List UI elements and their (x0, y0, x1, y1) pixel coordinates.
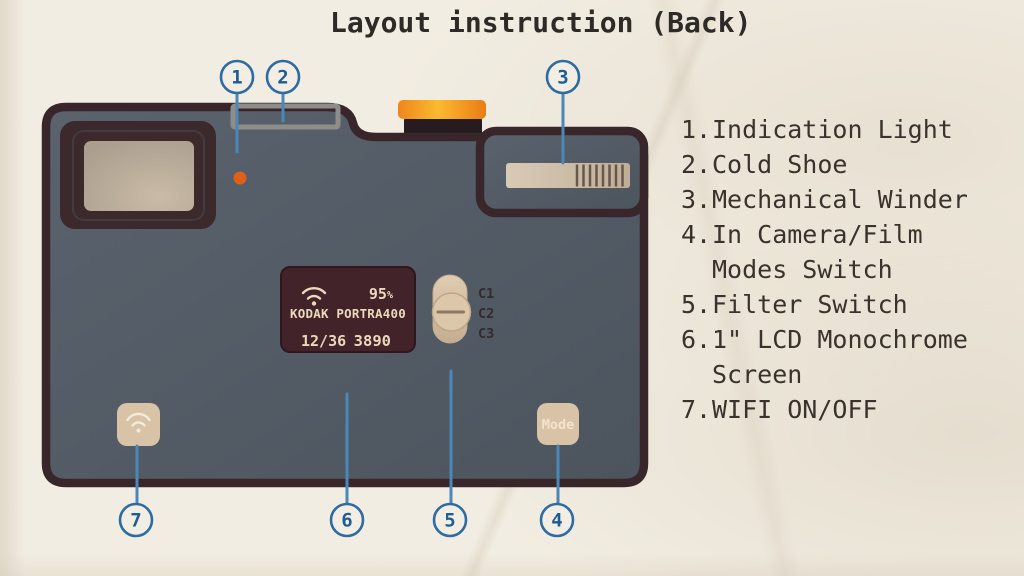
legend-list: 1.Indication Light 2.Cold Shoe 3.Mechani… (681, 112, 993, 427)
legend-label: In Camera/Film Modes Switch (712, 220, 923, 284)
callout-circle-1 (219, 59, 255, 95)
viewfinder-inner-ring (72, 130, 205, 221)
wifi-icon (126, 412, 151, 433)
callout-circle-4 (539, 502, 575, 538)
legend-number: 2. (681, 150, 712, 179)
callout-number-1: 1 (231, 67, 242, 89)
lcd-wifi-icon (301, 287, 327, 306)
viewfinder-window (84, 141, 194, 211)
legend-label: Mechanical Winder (712, 185, 968, 214)
winder-ridges (575, 164, 624, 187)
legend-item-2: 2.Cold Shoe (681, 147, 993, 182)
mode-button-label: Mode (542, 417, 575, 433)
legend-item-7: 7.WIFI ON/OFF (681, 392, 993, 427)
callout-circles: 1 2 3 7 6 5 4 (118, 59, 581, 538)
legend-item-4: 4.In Camera/Film Modes Switch (681, 217, 993, 287)
callout-number-4: 4 (551, 510, 562, 532)
legend-label: Indication Light (712, 115, 953, 144)
legend-item-6: 6.1" LCD Monochrome Screen (681, 322, 993, 392)
callout-circle-3 (545, 59, 581, 95)
page-title: Layout instruction (Back) (330, 6, 752, 39)
lcd-shots-number: 3890 (354, 332, 391, 350)
filter-switch: C1 C2 C3 (431, 274, 494, 344)
filter-option-c3: C3 (478, 326, 494, 342)
lcd-screen: 95% KODAK PORTRA400 12/36 3890 (280, 266, 416, 353)
legend-item-1: 1.Indication Light (681, 112, 993, 147)
callout-circle-7 (118, 502, 154, 538)
legend-label: WIFI ON/OFF (712, 395, 878, 424)
cold-shoe (230, 103, 341, 130)
callout-number-6: 6 (341, 510, 352, 532)
mechanical-winder (506, 163, 630, 188)
legend-label: 1" LCD Monochrome Screen (712, 325, 968, 389)
legend-item-5: 5.Filter Switch (681, 287, 993, 322)
wifi-button (117, 403, 160, 446)
callout-number-2: 2 (277, 67, 288, 89)
legend-number: 4. (681, 220, 712, 249)
legend-number: 3. (681, 185, 712, 214)
legend-item-3: 3.Mechanical Winder (681, 182, 993, 217)
callout-number-3: 3 (557, 67, 568, 89)
indication-light (233, 171, 247, 185)
legend-label: Filter Switch (712, 290, 908, 319)
legend-number: 6. (681, 325, 712, 354)
callout-circle-2 (265, 59, 301, 95)
shutter-button (398, 100, 486, 119)
callout-circle-6 (329, 502, 365, 538)
lcd-film-name: KODAK PORTRA400 (290, 306, 406, 321)
filter-option-c2: C2 (478, 306, 494, 322)
legend-number: 1. (681, 115, 712, 144)
filter-option-c1: C1 (478, 286, 494, 302)
callout-circle-5 (432, 502, 468, 538)
wifi-button-face (117, 403, 160, 446)
legend-label: Cold Shoe (712, 150, 848, 179)
mode-button: Mode (537, 403, 579, 445)
legend-number: 7. (681, 395, 712, 424)
callout-lines (135, 91, 565, 505)
mode-button-face (537, 403, 579, 445)
callout-number-7: 7 (130, 510, 141, 532)
lcd-battery-level: 95% (369, 285, 393, 303)
lcd-frame-counter: 12/36 (301, 332, 346, 350)
callout-number-5: 5 (444, 510, 455, 532)
legend-number: 5. (681, 290, 712, 319)
